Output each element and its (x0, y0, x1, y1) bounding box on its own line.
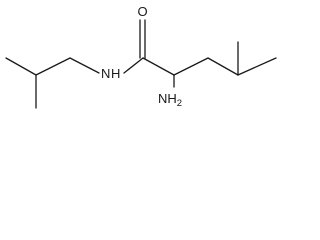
bond-isobutyl-ch2-n (69, 57, 100, 74)
bond-alpha-ch2 (173, 57, 209, 76)
amine-label: NH2 (158, 91, 182, 109)
amide-hydrogen-label: H (111, 66, 120, 81)
molecule-structure: O N H NH2 (5, 4, 277, 109)
amine-subscript: 2 (177, 98, 182, 109)
amide-nitrogen-label: N (101, 66, 110, 81)
bond-isobutyl-ch-ch2 (35, 57, 71, 76)
bond-n-carbonyl (123, 57, 144, 74)
amine-nh-text: NH (158, 91, 177, 106)
oxygen-label: O (138, 4, 148, 19)
bond-ch2-ch (207, 57, 239, 76)
bond-ch-methyl-right (237, 57, 277, 76)
bond-carbonyl-alpha (142, 57, 175, 76)
bond-methyl-left-a (5, 57, 37, 76)
